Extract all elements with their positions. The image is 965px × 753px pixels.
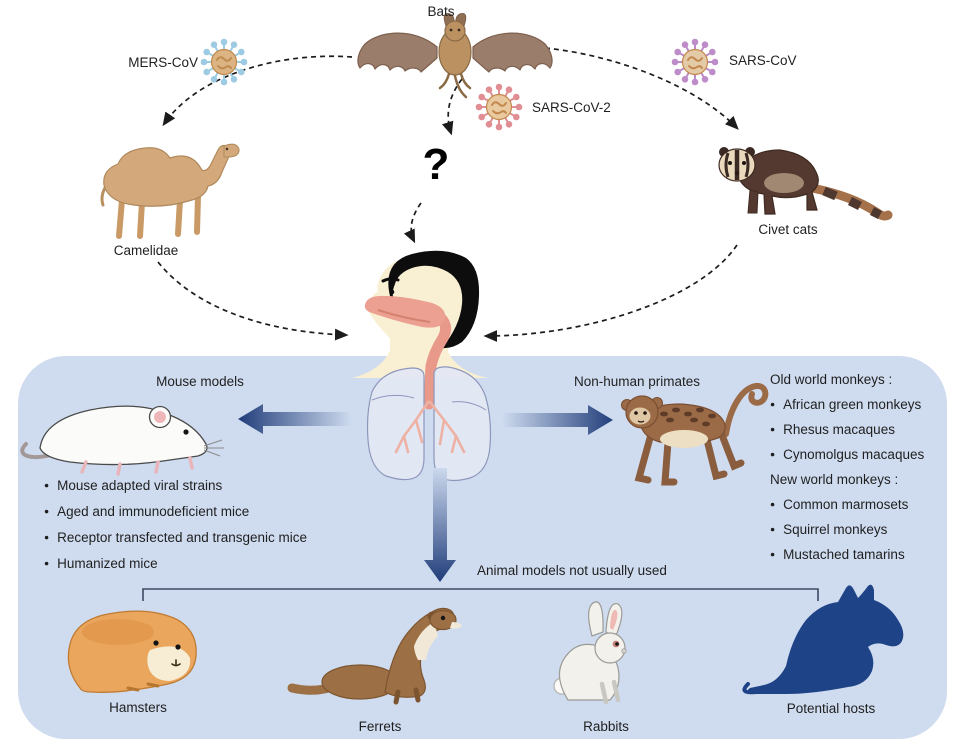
list-item: Humanized mice [44,550,307,576]
bats-label: Bats [427,4,455,19]
list-item: African green monkeys [770,392,924,417]
sars-virus-icon [671,38,719,86]
question-mark: ? [422,140,450,189]
sars-cov-label: SARS-CoV [729,53,797,68]
list-item: Cynomolgus macaques [770,442,924,467]
mers-virus-icon [200,38,248,86]
sars-cov-2-label: SARS-CoV-2 [532,100,611,115]
monkey-icon [621,383,769,486]
sars2-virus-icon [475,83,523,131]
arrow-civet-to-human [483,244,738,342]
non-human-primates-title: Non-human primates [574,374,701,389]
arrow-to-primates [502,405,613,435]
arrow-bat-to-camel [162,55,353,127]
old-world-monkeys-title: Old world monkeys : [770,372,893,387]
arrow-bat-to-civet [544,47,739,130]
list-item: Mustached tamarins [770,542,924,567]
mouse-models-list: Mouse adapted viral strains Aged and imm… [44,472,307,576]
mouse-icon [20,405,224,476]
unusual-models-bracket [142,588,819,601]
camel-icon [100,143,240,239]
unusual-models-title: Animal models not usually used [477,563,667,578]
potential-host-silhouette-icon [742,584,904,695]
monkeys-list: Old world monkeys : African green monkey… [770,367,924,567]
arrow-to-unusual-models [424,468,456,582]
list-item: Rhesus macaques [770,417,924,442]
list-item: Squirrel monkeys [770,517,924,542]
human-respiratory-icon [352,250,492,482]
bat-icon [357,13,553,99]
civet-icon [718,147,893,221]
ferrets-label: Ferrets [358,719,402,734]
arrow-question-to-human [403,202,422,244]
list-item: Common marmosets [770,492,924,517]
ferret-icon [287,607,462,705]
civet-cats-label: Civet cats [758,222,818,237]
arrow-to-mouse-models [238,404,352,434]
hamsters-label: Hamsters [109,700,167,715]
mers-cov-label: MERS-CoV [128,55,198,70]
list-item: Mouse adapted viral strains [44,472,307,498]
arrow-bat-to-question [441,78,463,136]
rabbit-icon [553,601,627,705]
new-world-monkeys-title: New world monkeys : [770,472,899,487]
potential-hosts-label: Potential hosts [786,701,876,716]
camelidae-label: Camelidae [113,243,179,258]
hamster-icon [67,610,197,693]
rabbits-label: Rabbits [583,719,629,734]
list-item: Aged and immunodeficient mice [44,498,307,524]
arrow-camel-to-human [157,261,349,341]
list-item: Receptor transfected and transgenic mice [44,524,307,550]
mouse-models-title: Mouse models [156,374,244,389]
transmission-arrows [157,47,739,342]
